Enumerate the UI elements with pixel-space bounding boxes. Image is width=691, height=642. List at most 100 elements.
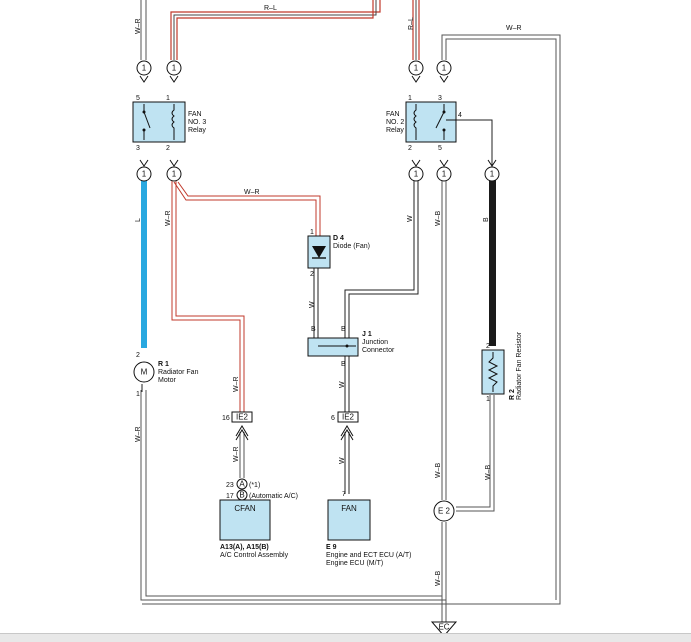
resistor-r2: 2 1 R 2 Radiator Fan Resistor: [481, 331, 523, 403]
svg-text:5: 5: [438, 145, 442, 152]
wire-label-w-b-right: W–B: [435, 211, 442, 227]
svg-text:1: 1: [490, 170, 495, 179]
wire-label-w-r-top-left: W–R: [135, 18, 142, 34]
svg-text:NO. 3: NO. 3: [188, 119, 206, 126]
svg-text:17: 17: [226, 493, 234, 500]
svg-text:B: B: [239, 491, 244, 500]
svg-text:IE2: IE2: [236, 413, 249, 422]
svg-text:1: 1: [310, 229, 314, 236]
svg-text:6: 6: [331, 415, 335, 422]
wire-label-w-d4: W: [309, 301, 316, 308]
svg-text:5: 5: [136, 95, 140, 102]
svg-text:Relay: Relay: [188, 127, 206, 134]
junction-connector-j1: B B B J 1 Junction Connector: [307, 326, 395, 368]
wire-label-w-r-low: W–R: [233, 376, 240, 392]
wire-label-w-r-low2: W–R: [233, 446, 240, 462]
svg-text:A: A: [239, 480, 245, 489]
svg-text:4: 4: [458, 112, 462, 119]
svg-text:2: 2: [166, 145, 170, 152]
wire-label-b-right: B: [483, 217, 490, 222]
diode-d4: 1 2 D 4 Diode (Fan): [307, 229, 370, 278]
svg-text:3: 3: [136, 145, 140, 152]
svg-text:2: 2: [310, 271, 314, 278]
svg-text:1: 1: [414, 170, 419, 179]
svg-text:FAN: FAN: [341, 504, 357, 513]
svg-text:Radiator Fan: Radiator Fan: [158, 369, 199, 376]
connector-c4-bot: 1: [436, 159, 452, 182]
wire-r-l-right: [412, 0, 420, 60]
svg-text:Relay: Relay: [386, 127, 404, 134]
connector-c3-top: 1: [408, 60, 424, 83]
wire-b-black: [489, 180, 496, 346]
wire-w-r-top-right: [142, 34, 561, 605]
svg-text:1: 1: [166, 95, 170, 102]
wire-label-w-e9: W: [339, 457, 346, 464]
wire-w-r-diode: [171, 180, 321, 412]
relay-fan-no2: 1 3 2 5 4 FAN NO. 2 Relay: [386, 95, 462, 152]
engine-ecu-e9: 7 FAN E 9 Engine and ECT ECU (A/T) Engin…: [326, 491, 411, 567]
motor-r1: M 2 1 R 1 Radiator Fan Motor: [133, 352, 199, 398]
svg-text:2: 2: [486, 343, 490, 350]
svg-text:1: 1: [142, 170, 147, 179]
svg-text:1: 1: [142, 64, 147, 73]
svg-text:16: 16: [222, 415, 230, 422]
wire-l-blue: [141, 180, 147, 348]
wire-r-l-top: [170, 0, 381, 60]
svg-text:J 1: J 1: [362, 331, 372, 338]
svg-text:1: 1: [172, 64, 177, 73]
connector-ie2-left: IE2 16: [222, 411, 253, 441]
svg-text:R 2: R 2: [509, 389, 516, 400]
svg-text:M: M: [141, 368, 148, 377]
svg-text:A13(A), A15(B): A13(A), A15(B): [220, 544, 269, 551]
svg-text:CFAN: CFAN: [234, 504, 256, 513]
wire-label-w-r-vert: W–R: [165, 210, 172, 226]
svg-text:E 9: E 9: [326, 544, 337, 551]
wire-label-w-mid: W: [407, 215, 414, 222]
wire-label-w-r-top-right: W–R: [506, 25, 522, 32]
svg-text:NO. 2: NO. 2: [386, 119, 404, 126]
wire-relay2-r2: [456, 119, 493, 168]
wire-label-l: L: [135, 218, 142, 222]
connector-c3-bot: 1: [408, 159, 424, 182]
svg-text:1: 1: [136, 391, 140, 398]
svg-text:FAN: FAN: [188, 111, 202, 118]
connector-c4-top: 1: [436, 60, 452, 83]
svg-text:B: B: [341, 326, 346, 333]
svg-text:EC: EC: [438, 623, 449, 632]
svg-text:(*1): (*1): [249, 482, 260, 489]
window-bottom-edge: [0, 633, 691, 642]
svg-text:IE2: IE2: [342, 413, 355, 422]
connector-c1-top: 1: [136, 60, 152, 83]
svg-text:1: 1: [486, 396, 490, 403]
wire-label-w-r-mid: W–R: [244, 189, 260, 196]
svg-text:7: 7: [342, 491, 346, 498]
wire-label-r-l-top: R–L: [264, 5, 277, 12]
svg-text:1: 1: [442, 64, 447, 73]
ac-control-assembly: A 23 (*1) B 17 (Automatic A/C) CFAN A13(…: [219, 478, 298, 559]
svg-text:A/C Control Assembly: A/C Control Assembly: [220, 552, 289, 559]
wire-w-b-relay2-e2: [441, 180, 447, 622]
connector-c2-top: 1: [166, 60, 182, 83]
relay-fan-no3: 5 1 3 2 FAN NO. 3 Relay: [132, 95, 206, 152]
connector-ie2-mid: IE2 6: [331, 411, 359, 441]
connector-c2-bot: 1: [166, 159, 182, 182]
svg-text:Diode (Fan): Diode (Fan): [333, 243, 370, 250]
wire-w-b-r2-e2: [456, 395, 495, 512]
svg-text:Engine ECU (M/T): Engine ECU (M/T): [326, 560, 383, 567]
svg-text:23: 23: [226, 482, 234, 489]
svg-text:Motor: Motor: [158, 377, 177, 384]
wire-label-w-b-bottom: W–B: [435, 571, 442, 587]
svg-text:1: 1: [414, 64, 419, 73]
svg-text:1: 1: [172, 170, 177, 179]
svg-text:R 1: R 1: [158, 361, 169, 368]
wire-label-r-l-right: R–L: [408, 17, 415, 30]
wire-w-relay2-j1: [344, 180, 419, 338]
ground-ec: EC: [430, 621, 458, 637]
wire-label-w-b-r2: W–B: [485, 465, 492, 481]
svg-text:2: 2: [136, 352, 140, 359]
svg-text:E 2: E 2: [438, 507, 451, 516]
svg-text:Junction: Junction: [362, 339, 388, 346]
svg-text:FAN: FAN: [386, 111, 400, 118]
connector-c1-bot: 1: [136, 159, 152, 182]
wire-label-w-b-low: W–B: [435, 463, 442, 479]
